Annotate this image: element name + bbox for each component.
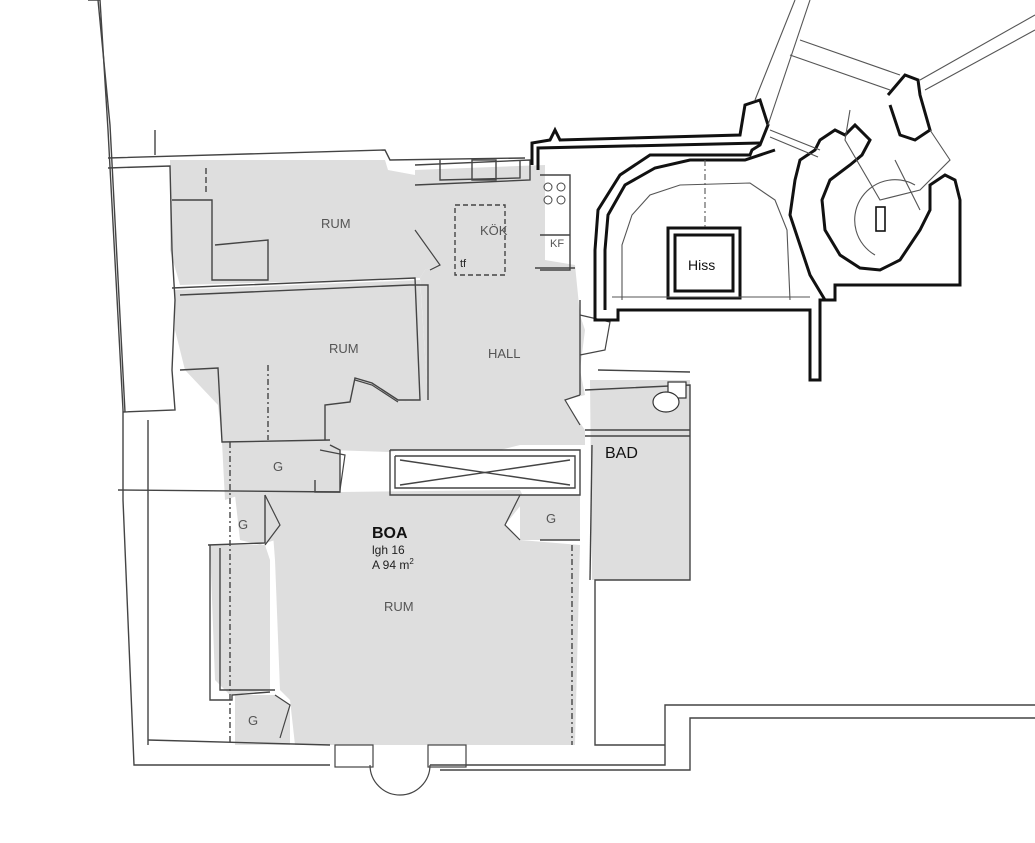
apartment-number-label: lgh 16 — [372, 543, 405, 557]
closet-label-g2: G — [238, 517, 249, 532]
room-label-rum-bottom: RUM — [384, 599, 414, 614]
closet-label-g4: G — [248, 713, 259, 728]
stairwell-thin-lines — [612, 0, 1035, 301]
door-swings — [264, 229, 611, 796]
room-label-kf: KF — [550, 238, 565, 250]
apartment-area-unit-sup: 2 — [409, 557, 414, 566]
room-label-tf: tf — [460, 258, 467, 270]
room-label-kok: KÖK — [480, 223, 508, 238]
toilet-fixture — [652, 381, 687, 413]
room-label-hiss: Hiss — [688, 257, 716, 273]
wall-lines — [88, 0, 1035, 771]
closet-label-g3: G — [546, 511, 557, 526]
room-label-hall: HALL — [488, 346, 521, 361]
apartment-type-label: BOA — [372, 525, 408, 542]
room-label-rum-top: RUM — [321, 216, 351, 231]
room-label-bad: BAD — [605, 445, 638, 462]
stairwell-walls — [530, 73, 962, 382]
apartment-area-value: A 94 m — [372, 558, 410, 572]
closet-label-g1: G — [273, 459, 284, 474]
apartment-area-label: A 94 m2 — [372, 557, 414, 572]
apartment-info: BOA lgh 16 A 94 m2 — [372, 525, 414, 572]
room-label-rum-mid: RUM — [329, 341, 359, 356]
stove-burners — [543, 182, 566, 205]
